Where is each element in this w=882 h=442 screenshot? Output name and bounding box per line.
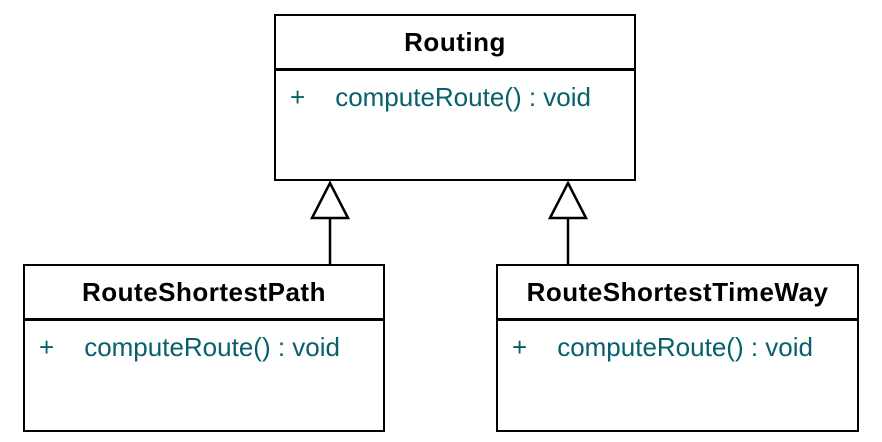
- generalization-arrowhead-icon: [547, 180, 589, 220]
- visibility-public-marker: +: [290, 82, 306, 112]
- method-signature: computeRoute() : void: [84, 332, 340, 362]
- class-route-shortest-path: RouteShortestPath + computeRoute() : voi…: [23, 264, 385, 432]
- visibility-public-marker: +: [39, 332, 55, 362]
- method-row: + computeRoute() : void: [512, 331, 843, 363]
- class-name: Routing: [276, 16, 634, 71]
- class-route-shortest-time-way: RouteShortestTimeWay + computeRoute() : …: [496, 264, 859, 432]
- class-routing: Routing + computeRoute() : void: [274, 14, 636, 181]
- method-row: + computeRoute() : void: [39, 331, 369, 363]
- class-members: + computeRoute() : void: [276, 71, 634, 123]
- generalization-connector-left: [309, 180, 351, 265]
- method-signature: computeRoute() : void: [557, 332, 813, 362]
- class-name: RouteShortestTimeWay: [498, 266, 857, 321]
- generalization-arrowhead-icon: [309, 180, 351, 220]
- class-members: + computeRoute() : void: [498, 321, 857, 373]
- class-members: + computeRoute() : void: [25, 321, 383, 373]
- class-name: RouteShortestPath: [25, 266, 383, 321]
- method-row: + computeRoute() : void: [290, 81, 620, 113]
- generalization-connector-right: [547, 180, 589, 265]
- method-signature: computeRoute() : void: [335, 82, 591, 112]
- visibility-public-marker: +: [512, 332, 528, 362]
